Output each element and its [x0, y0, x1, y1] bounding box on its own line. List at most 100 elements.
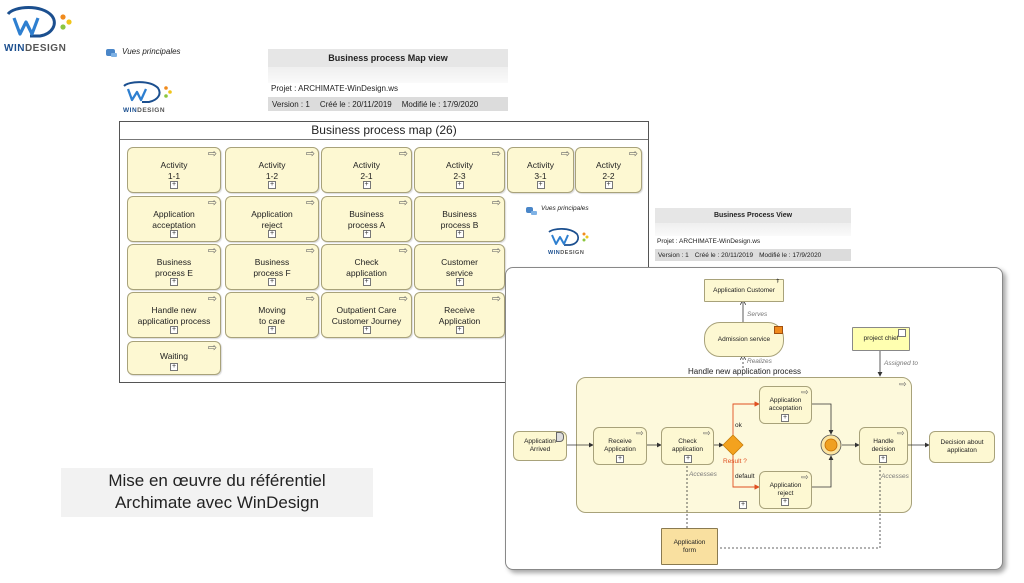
process-arrow-icon: ⇨ — [491, 197, 501, 209]
map-view-title: Business process Map view — [268, 49, 508, 67]
process-arrow-icon: ⇨ — [703, 428, 711, 438]
process-arrow-icon: ⇨ — [207, 148, 217, 160]
expand-icon[interactable]: + — [362, 326, 371, 334]
map-card[interactable]: Activity 2-3⇨+ — [414, 147, 505, 193]
process-arrow-icon: ⇨ — [897, 428, 905, 438]
expand-icon[interactable]: + — [455, 326, 464, 334]
expand-icon[interactable]: + — [170, 181, 178, 189]
assigned-label: Assigned to — [884, 360, 918, 367]
expand-icon[interactable]: + — [684, 455, 692, 463]
expand-icon[interactable]: + — [455, 181, 464, 189]
process-arrow-icon: ⇨ — [207, 342, 217, 354]
map-card[interactable]: Business process F⇨+ — [225, 244, 319, 290]
map-card[interactable]: Activity 1-2⇨+ — [225, 147, 319, 193]
expand-icon[interactable]: + — [362, 181, 371, 189]
process-arrow-icon: ⇨ — [801, 387, 809, 397]
map-card[interactable]: Business process E⇨+ — [127, 244, 221, 290]
map-card[interactable]: Check application ⇨ + — [321, 244, 412, 290]
node-label: Check application — [671, 438, 704, 453]
handle-decision-node[interactable]: Handle decision — [859, 427, 908, 465]
expand-icon[interactable]: + — [455, 278, 464, 286]
expand-icon[interactable]: + — [170, 326, 178, 334]
process-arrow-icon: ⇨ — [207, 197, 217, 209]
node-label: Receive Application — [604, 438, 636, 453]
map-card-label: Activity 2-3 — [446, 160, 473, 181]
process-group-title: Handle new application process — [688, 367, 801, 376]
process-arrow-icon: ⇨ — [398, 148, 408, 160]
expand-icon[interactable]: + — [268, 278, 276, 286]
admission-service-node[interactable]: Admission service — [704, 322, 784, 357]
caption-box: Mise en œuvre du référentiel Archimate a… — [61, 468, 373, 517]
application-reject-node[interactable]: Application reject — [759, 471, 812, 509]
expand-icon[interactable]: + — [362, 278, 371, 286]
expand-icon[interactable]: + — [170, 278, 178, 286]
views-label[interactable]: Vues principales — [541, 205, 589, 212]
map-card-label: Activity 2-1 — [353, 160, 380, 181]
expand-icon[interactable]: + — [879, 455, 887, 463]
ok-edge — [732, 401, 760, 435]
map-card[interactable]: Customer service⇨+ — [414, 244, 505, 290]
expand-icon[interactable]: + — [536, 181, 545, 189]
process-arrow-icon: ⇨ — [491, 245, 501, 257]
map-card[interactable]: Activty 2-2⇨+ — [575, 147, 642, 193]
expand-icon[interactable]: + — [170, 363, 178, 371]
map-card-label: Receive Application — [438, 305, 481, 326]
node-label: Application reject — [769, 482, 802, 497]
views-label[interactable]: Vues principales — [122, 47, 181, 56]
process-arrow-icon: ⇨ — [628, 148, 638, 160]
version-text: Version : 1 — [272, 99, 310, 109]
node-label: Application Arrived — [524, 438, 556, 453]
map-card[interactable]: Receive Application⇨+ — [414, 292, 505, 338]
accept-join-edge — [810, 403, 834, 435]
map-card[interactable]: Outpatient Care Customer Journey⇨+ — [321, 292, 412, 338]
expand-icon[interactable]: + — [268, 230, 276, 238]
node-label: Application acceptation — [768, 397, 803, 412]
expand-icon[interactable]: + — [616, 455, 624, 463]
map-card[interactable]: Application acceptation⇨+ — [127, 196, 221, 242]
project-name: Projet : ARCHIMATE-WinDesign.ws — [657, 238, 761, 245]
process-arrow-icon: ⇨ — [305, 245, 315, 257]
process-arrow-icon: ⇨ — [305, 293, 315, 305]
expand-icon[interactable]: + — [781, 498, 789, 506]
decision-about-application-node[interactable]: Decision about applicaton — [929, 431, 995, 463]
expand-icon[interactable]: + — [781, 414, 789, 422]
map-card[interactable]: Activity 3-1⇨+ — [507, 147, 574, 193]
header-band — [655, 223, 851, 236]
map-card[interactable]: Moving to care⇨+ — [225, 292, 319, 338]
header-band — [268, 67, 508, 83]
process-arrow-icon: ⇨ — [398, 245, 408, 257]
realizes-label: Realizes — [747, 358, 772, 365]
map-card-label: Waiting — [159, 351, 189, 361]
map-card-label: Check application — [346, 257, 387, 278]
created-text: Créé le : 20/11/2019 — [694, 251, 754, 259]
map-card[interactable]: Application reject⇨+ — [225, 196, 319, 242]
expand-icon[interactable]: + — [362, 230, 371, 238]
small-logo-win: WIN — [123, 107, 138, 114]
created-text: Créé le : 20/11/2019 — [319, 99, 392, 109]
node-label: project chief — [863, 335, 899, 342]
map-card[interactable]: Handle new application process⇨+ — [127, 292, 221, 338]
expand-icon[interactable]: + — [268, 181, 276, 189]
event-icon — [556, 432, 564, 442]
process-arrow-icon: ⇨ — [899, 379, 907, 389]
map-card[interactable]: Business process A⇨+ — [321, 196, 412, 242]
windesign-small-logo — [123, 81, 172, 103]
map-card[interactable]: Business process B⇨+ — [414, 196, 505, 242]
map-card[interactable]: Activity 1-1 ⇨ + — [127, 147, 221, 193]
application-form-object[interactable]: Application form — [661, 528, 718, 565]
accesses-label-1: Accesses — [689, 471, 717, 478]
expand-icon[interactable]: + — [170, 230, 178, 238]
default-edge — [732, 455, 760, 490]
expand-icon[interactable]: + — [455, 230, 464, 238]
map-card[interactable]: Activity 2-1 ⇨ + — [321, 147, 412, 193]
application-customer-node[interactable]: Application Customer — [704, 279, 784, 302]
map-card-label: Activity 1-1 — [160, 160, 188, 181]
map-card[interactable]: Waiting ⇨ + — [127, 341, 221, 375]
expand-icon[interactable]: + — [268, 326, 276, 334]
process-arrow-icon: ⇨ — [560, 148, 570, 160]
expand-icon[interactable]: + — [739, 501, 747, 509]
small-logo-design: DESIGN — [560, 250, 585, 256]
expand-icon[interactable]: + — [604, 181, 613, 189]
node-label: Application form — [673, 538, 706, 554]
